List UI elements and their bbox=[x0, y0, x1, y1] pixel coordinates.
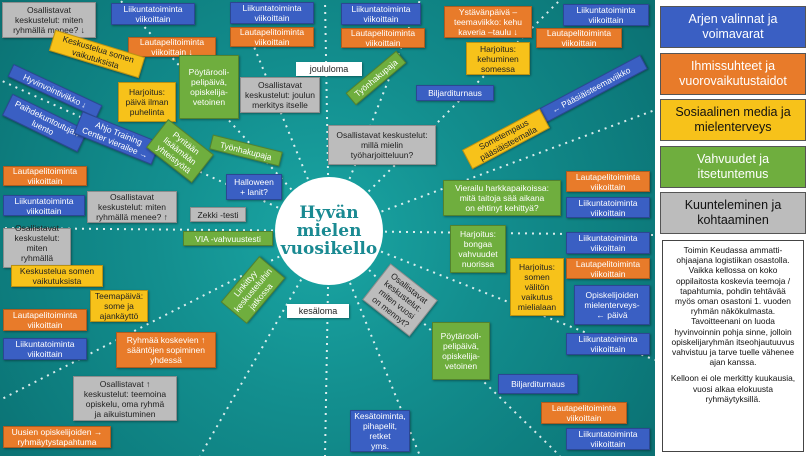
card-roleplay-game-day: Pöytärooli- pelipäivä, opiskelija- vetoi… bbox=[432, 322, 490, 380]
card-billiards-tournament: Biljarditurnaus bbox=[416, 85, 494, 101]
note-paragraph: Kelloon ei ole merkitty kuukausia, vuosi… bbox=[670, 373, 796, 404]
card-boardgames-weekly: Lautapelitoiminta viikoittain bbox=[566, 171, 650, 192]
card-group-discussion: Osallistavat keskustelut: miten ryhmällä… bbox=[87, 191, 177, 223]
card-via-strengths-test: VIA -vahvuustesti bbox=[183, 231, 273, 246]
card-new-students-event: Uusien opiskelijoiden → ryhmäytystapahtu… bbox=[3, 426, 111, 448]
card-boardgames-weekly: Lautapelitoiminta viikoittain bbox=[230, 27, 314, 47]
legend-item-relationships: Ihmissuhteet ja vuorovaikutustaidot bbox=[660, 53, 806, 95]
card-group-discussion: Osallistavat keskustelut: miten ryhmällä… bbox=[2, 2, 96, 38]
card-zekki-test: Zekki -testi bbox=[190, 207, 246, 222]
card-valentines-theme-week: Ystävänpäivä – teemaviikko: kehu kaveria… bbox=[444, 6, 532, 38]
card-mental-health-day: Opiskelijoiden mielenterveys- ← päivä bbox=[574, 285, 650, 325]
center-title-text: Hyvän mielen vuosikello bbox=[280, 203, 378, 259]
card-boardgames-weekly: Lautapelitoiminta viikoittain bbox=[566, 258, 650, 279]
legend-item-social-media: Sosiaalinen media ja mielenterveys bbox=[660, 99, 806, 141]
card-sports-weekly: Liikuntatoiminta viikoittain bbox=[566, 333, 650, 355]
card-boardgames-weekly: Lautapelitoiminta viikoittain ↓ bbox=[128, 37, 216, 57]
card-theme-day-social-time: Teemapäivä: some ja ajankäyttö bbox=[90, 290, 148, 322]
card-christmas-discussion: Osallistavat keskustelut: joulun merkity… bbox=[240, 77, 320, 113]
card-boardgames-weekly: Lautapelitoiminta viikoittain bbox=[3, 309, 87, 331]
card-exercise-phone-free-day: Harjoitus: päivä ilman puhelinta bbox=[118, 82, 176, 122]
legend-item-daily-choices: Arjen valinnat ja voimavarat bbox=[660, 6, 806, 48]
card-group-discussion: Osallistavat keskustelut: miten ryhmällä… bbox=[3, 223, 71, 273]
card-exercise-praise-social: Harjoitus: kehuminen somessa bbox=[466, 42, 530, 75]
card-social-media-discussion: Keskustelua somen vaikutuksista bbox=[11, 265, 103, 287]
card-exercise-spot-strengths: Harjoitus: bongaa vahvuudet nuorissa bbox=[450, 225, 506, 273]
card-sports-weekly: Liikuntatoiminta viikoittain bbox=[230, 2, 314, 24]
card-sports-weekly: Liikuntatoiminta viikoittain bbox=[341, 3, 421, 25]
card-themes-discussion: Osallistavat ↑ keskustelut: teemoina opi… bbox=[73, 376, 177, 421]
card-internship-discussion: Osallistavat keskustelut: millä mielin t… bbox=[328, 125, 436, 165]
card-boardgames-weekly: Lautapelitoiminta viikoittain bbox=[536, 28, 622, 48]
card-summer-activities: Kesätoiminta, pihapelit, retket yms. bbox=[350, 410, 410, 452]
card-boardgames-weekly: Lautapelitoiminta viikoittain bbox=[341, 28, 425, 48]
card-boardgames-weekly: Lautapelitoiminta viikoittain bbox=[3, 166, 87, 186]
card-billiards-tournament: Biljarditurnaus bbox=[498, 374, 578, 394]
holiday-label-christmas: joululoma bbox=[296, 62, 362, 76]
card-sports-weekly: Liikuntatoiminta viikoittain bbox=[566, 428, 650, 450]
legend-item-strengths: Vahvuudet ja itsetuntemus bbox=[660, 146, 806, 188]
note-paragraph: Toimin Keudassa ammatti-ohjaajana logist… bbox=[671, 245, 795, 368]
legend-item-listening: Kuunteleminen ja kohtaaminen bbox=[660, 192, 806, 234]
card-sports-weekly: Liikuntatoiminta viikoittain bbox=[3, 195, 85, 216]
card-exercise-social-mood: Harjoitus: somen välitön vaikutus mielia… bbox=[510, 258, 564, 316]
card-boardgames-weekly: Lautapelitoiminta viikoittain bbox=[541, 402, 627, 424]
card-sports-weekly: Liikuntatoiminta viikoittain bbox=[3, 338, 87, 360]
holiday-label-summer: kesäloma bbox=[287, 304, 349, 318]
wheel-background: Hyvän mielen vuosikello joululoma kesälo… bbox=[0, 0, 655, 456]
card-halloween-lan: Halloween + lanit? bbox=[226, 174, 282, 200]
card-sports-weekly: Liikuntatoiminta viikoittain bbox=[111, 3, 195, 25]
card-sports-weekly: Liikuntatoiminta viikoittain bbox=[563, 4, 649, 26]
card-group-rules: Ryhmää koskevien ↑ sääntöjen sopiminen y… bbox=[116, 332, 216, 368]
card-roleplay-game-day: Pöytärooli- pelipäivä, opiskelija- vetoi… bbox=[179, 55, 239, 119]
card-internship-visits: Vierailu harkkapaikoissa: mitä taitoja s… bbox=[443, 180, 561, 216]
wheel-center-title: Hyvän mielen vuosikello bbox=[275, 177, 383, 285]
explanation-note: Toimin Keudassa ammatti-ohjaajana logist… bbox=[662, 240, 804, 452]
card-sports-weekly: Liikuntatoiminta viikoittain bbox=[566, 232, 650, 254]
card-sports-weekly: Liikuntatoiminta viikoittain bbox=[566, 197, 650, 218]
